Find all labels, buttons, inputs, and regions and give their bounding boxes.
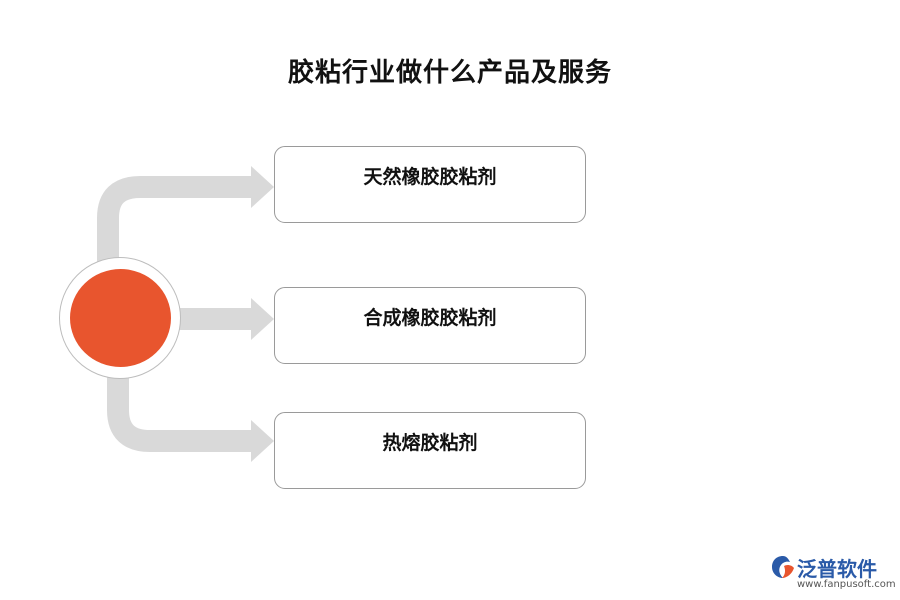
diagram-title: 胶粘行业做什么产品及服务: [287, 58, 612, 88]
item-label: 天然橡胶胶粘剂: [363, 166, 497, 188]
arrowhead-2: [251, 298, 274, 340]
brand-name: 泛普软件: [797, 557, 877, 581]
item-label: 热熔胶粘剂: [382, 432, 478, 454]
arrow-to-item-3: [107, 370, 252, 452]
arrow-to-item-1: [97, 176, 252, 268]
brand-url: www.fanpusoft.com: [797, 579, 896, 590]
hub-circle-fill: [70, 269, 171, 367]
watermark-logo: 泛普软件 www.fanpusoft.com: [770, 552, 896, 596]
arrowhead-3: [251, 420, 274, 462]
item-box-1: 天然橡胶胶粘剂: [274, 146, 586, 223]
hub-circle: [59, 257, 181, 379]
item-box-3: 热熔胶粘剂: [274, 412, 586, 489]
item-box-2: 合成橡胶胶粘剂: [274, 287, 586, 364]
brand-logo-icon: [772, 556, 794, 578]
arrowhead-1: [251, 166, 274, 208]
item-label: 合成橡胶胶粘剂: [363, 307, 497, 329]
